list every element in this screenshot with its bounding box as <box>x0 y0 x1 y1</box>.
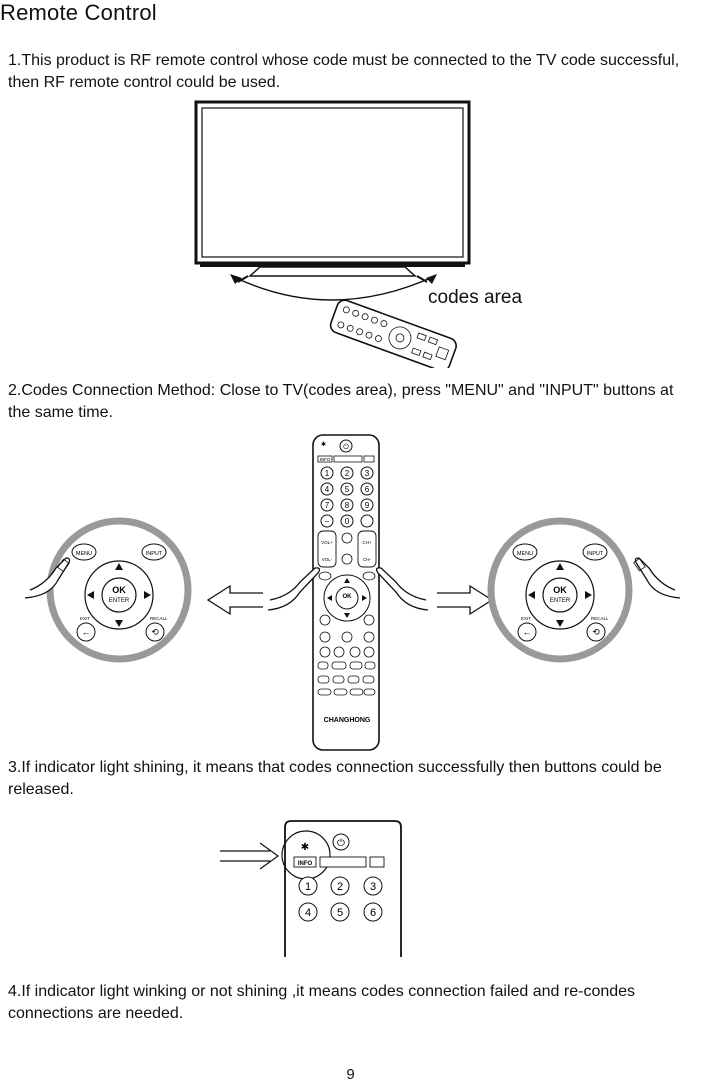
svg-text:OK: OK <box>553 585 567 595</box>
tv-screen <box>201 107 464 258</box>
digit-8: 8 <box>345 501 350 510</box>
left-zoom-circle: OK ENTER MENU INPUT ← ⟲ EXIT RECALL <box>24 517 192 663</box>
main-remote: ✱ ⏻ INFO 1 2 3 4 5 6 7 8 9 – 0 VOL+ VOL-… <box>267 434 429 751</box>
svg-text:✱: ✱ <box>321 441 326 448</box>
right-zoom-circle: OK ENTER MENU INPUT ← ⟲ EXIT RECALL <box>487 517 681 663</box>
svg-text:←: ← <box>82 627 91 637</box>
digit-3: 3 <box>365 469 370 478</box>
svg-text:6: 6 <box>370 907 376 919</box>
svg-text:EXIT: EXIT <box>521 616 531 621</box>
svg-text:4: 4 <box>305 907 311 919</box>
svg-text:⏻: ⏻ <box>337 838 345 849</box>
enter-label: ENTER <box>109 598 130 604</box>
svg-text:←: ← <box>523 627 532 637</box>
recall-label: RECALL <box>150 616 168 621</box>
indicator-arrow <box>220 842 280 870</box>
page-number: 9 <box>346 1066 355 1083</box>
svg-text:MENU: MENU <box>517 551 533 557</box>
digit-6: 6 <box>365 485 370 494</box>
input-label: INPUT <box>146 551 163 557</box>
page-title: Remote Control <box>0 0 157 25</box>
menu-label: MENU <box>76 551 92 557</box>
svg-text:–: – <box>325 517 330 526</box>
svg-text:ENTER: ENTER <box>550 598 571 604</box>
vol-up-label: VOL+ <box>321 540 333 545</box>
step-3-text: 3.If indicator light shining, it means t… <box>8 759 662 798</box>
brand-label: CHANGHONG <box>324 717 371 724</box>
info-label: INFO <box>320 457 331 462</box>
codes-area-label: codes area <box>428 287 523 308</box>
svg-text:⟲: ⟲ <box>592 627 600 637</box>
digit-4: 4 <box>325 485 330 494</box>
digit-0: 0 <box>345 517 350 526</box>
digit-5: 5 <box>345 485 350 494</box>
svg-text:✱: ✱ <box>301 842 309 853</box>
tv-stand <box>248 266 417 277</box>
digit-9: 9 <box>365 501 370 510</box>
svg-text:⏻: ⏻ <box>343 443 349 451</box>
step-1-text: 1.This product is RF remote control whos… <box>8 52 680 91</box>
svg-text:RECALL: RECALL <box>591 616 609 621</box>
step-4-text: 4.If indicator light winking or not shin… <box>8 983 636 1022</box>
ch-up-label: CH+ <box>362 540 371 545</box>
ok-label: OK <box>112 585 126 595</box>
digit-7: 7 <box>325 501 330 510</box>
indicator-figure: ✱ ⏻ INFO 1 2 3 4 5 6 <box>220 820 402 957</box>
svg-text:1: 1 <box>305 881 311 893</box>
svg-text:3: 3 <box>370 881 376 893</box>
svg-text:INPUT: INPUT <box>587 551 604 557</box>
svg-text:OK: OK <box>343 594 353 600</box>
tv-figure <box>194 100 471 368</box>
svg-text:INFO: INFO <box>298 861 313 867</box>
exit-label: EXIT <box>80 616 90 621</box>
svg-text:5: 5 <box>337 907 343 919</box>
codes-area-arc <box>231 275 436 301</box>
step-2-text: 2.Codes Connection Method: Close to TV(c… <box>8 382 674 421</box>
arrow-left <box>206 584 263 616</box>
arrow-right <box>437 584 494 616</box>
svg-text:⟲: ⟲ <box>151 627 159 637</box>
vol-down-label: VOL- <box>322 557 333 562</box>
digit-2: 2 <box>345 469 350 478</box>
remote-figure: OK ENTER MENU INPUT ← ⟲ EXIT RECALL ✱ ⏻ … <box>24 434 681 751</box>
digit-1: 1 <box>325 469 330 478</box>
ch-down-label: CH- <box>363 557 371 562</box>
svg-text:2: 2 <box>337 881 343 893</box>
